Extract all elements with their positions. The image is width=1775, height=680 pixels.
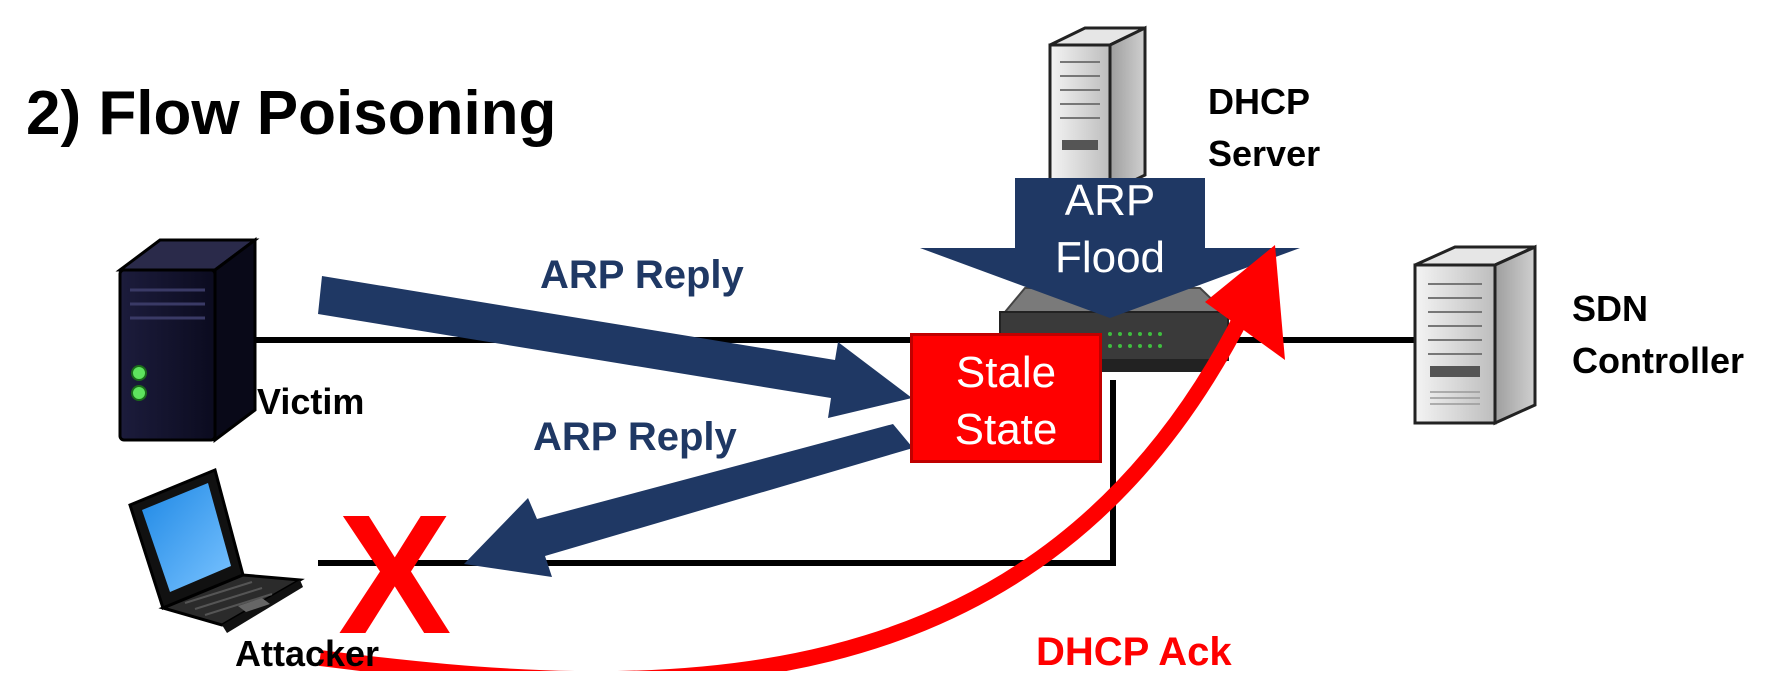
arp-reply-label-top: ARP Reply [540,253,744,297]
arp-reply-arrow-bottom [464,424,913,577]
arp-reply-label-bottom: ARP Reply [533,415,737,459]
attacker-label: Attacker [235,633,380,674]
stale-state-line1: Stale [955,348,1057,397]
dhcp-ack-label: DHCP Ack [1036,630,1232,674]
dhcp-ack-arrow [318,306,1253,671]
arp-reply-arrow-top [318,276,912,418]
page-title: 2) Flow Poisoning [26,79,557,148]
sdn-controller-label-line2: Controller [1572,340,1745,382]
dhcp-server-icon [1048,25,1147,195]
victim-label: Victim [257,381,365,422]
arp-flood-arrow [920,178,1300,318]
sdn-controller-label-line1: SDN [1572,288,1649,329]
dhcp-ack-arrowhead [1205,245,1285,360]
arp-flood-label: ARP Flood [1020,172,1200,286]
arp-flood-label-line1: ARP [1064,176,1156,225]
sdn-controller-icon [1413,244,1537,426]
dhcp-server-label-line1: DHCP [1208,81,1311,122]
arp-flood-label-line2: Flood [1054,233,1166,283]
attacker-laptop-icon [128,467,305,633]
blocked-x-mark: X [338,480,452,670]
dhcp-server-label-line2: Server [1208,133,1321,175]
victim-tower-icon [115,237,260,443]
stale-state-box: Stale State [910,333,1102,463]
dhcp-server-label: DHCP Server [1208,76,1320,180]
stale-state-line2: State [954,405,1058,455]
sdn-controller-label: SDN Controller [1572,283,1744,387]
